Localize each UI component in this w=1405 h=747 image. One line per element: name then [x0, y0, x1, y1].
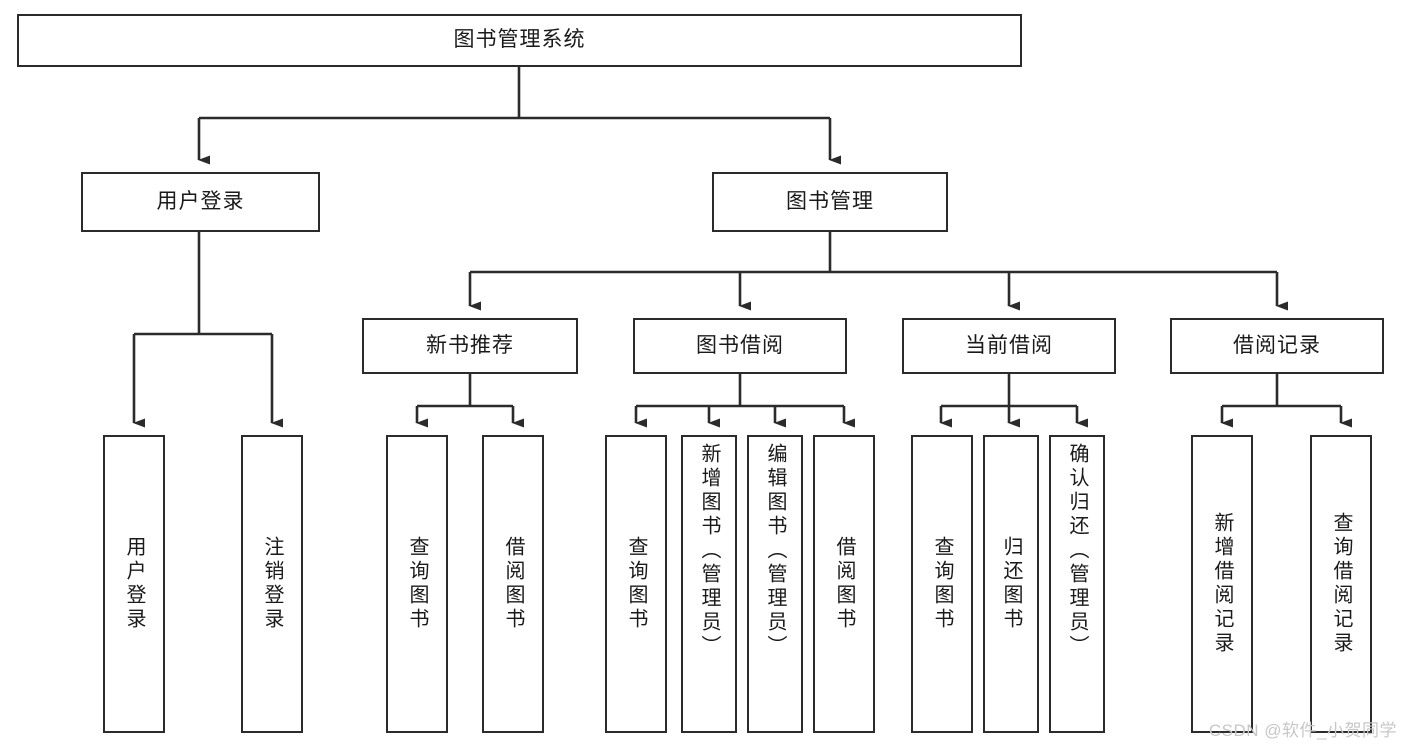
- node-new-book-recommend-label: 新书推荐: [426, 333, 514, 357]
- leaf-add-borrow-record-label: 新增借阅记录: [1211, 512, 1233, 656]
- leaf-return-book[interactable]: 归还图书: [983, 435, 1039, 733]
- node-borrow-record[interactable]: 借阅记录: [1170, 318, 1384, 374]
- node-root-label: 图书管理系统: [453, 28, 586, 52]
- leaf-query-book-current[interactable]: 查询图书: [911, 435, 973, 733]
- node-borrow-record-label: 借阅记录: [1233, 333, 1321, 357]
- leaf-edit-book-admin-label: 编辑图书（管理员）: [764, 443, 786, 659]
- leaf-user-login[interactable]: 用户登录: [103, 435, 165, 733]
- leaf-add-book-admin[interactable]: 新增图书（管理员）: [681, 435, 737, 733]
- node-book-management[interactable]: 图书管理: [712, 172, 948, 232]
- leaf-query-book-recommend[interactable]: 查询图书: [386, 435, 448, 733]
- leaf-query-borrow-record-label: 查询借阅记录: [1330, 512, 1352, 656]
- node-user-login[interactable]: 用户登录: [81, 172, 320, 232]
- node-current-borrow[interactable]: 当前借阅: [902, 318, 1116, 374]
- node-current-borrow-label: 当前借阅: [965, 333, 1053, 357]
- leaf-borrow-book-recommend[interactable]: 借阅图书: [482, 435, 544, 733]
- leaf-logout[interactable]: 注销登录: [241, 435, 303, 733]
- leaf-confirm-return-admin[interactable]: 确认归还（管理员）: [1049, 435, 1105, 733]
- leaf-edit-book-admin[interactable]: 编辑图书（管理员）: [747, 435, 803, 733]
- leaf-borrow-book-recommend-label: 借阅图书: [502, 536, 524, 632]
- node-user-login-label: 用户登录: [156, 189, 245, 213]
- leaf-logout-label: 注销登录: [261, 536, 283, 632]
- leaf-query-borrow-record[interactable]: 查询借阅记录: [1310, 435, 1372, 733]
- node-root[interactable]: 图书管理系统: [17, 14, 1022, 67]
- node-book-borrow-label: 图书借阅: [696, 333, 784, 357]
- leaf-query-book-borrow[interactable]: 查询图书: [605, 435, 667, 733]
- node-book-borrow[interactable]: 图书借阅: [633, 318, 847, 374]
- leaf-confirm-return-admin-label: 确认归还（管理员）: [1066, 443, 1088, 659]
- leaf-borrow-book[interactable]: 借阅图书: [813, 435, 875, 733]
- leaf-query-book-recommend-label: 查询图书: [406, 536, 428, 632]
- leaf-return-book-label: 归还图书: [1000, 536, 1022, 632]
- node-book-management-label: 图书管理: [786, 189, 874, 213]
- node-new-book-recommend[interactable]: 新书推荐: [362, 318, 578, 374]
- leaf-add-book-admin-label: 新增图书（管理员）: [698, 443, 720, 659]
- leaf-user-login-label: 用户登录: [123, 536, 145, 632]
- leaf-add-borrow-record[interactable]: 新增借阅记录: [1191, 435, 1253, 733]
- leaf-query-book-current-label: 查询图书: [931, 536, 953, 632]
- leaf-query-book-borrow-label: 查询图书: [625, 536, 647, 632]
- watermark: CSDN @软件_小贺同学: [1208, 721, 1397, 740]
- leaf-borrow-book-label: 借阅图书: [833, 536, 855, 632]
